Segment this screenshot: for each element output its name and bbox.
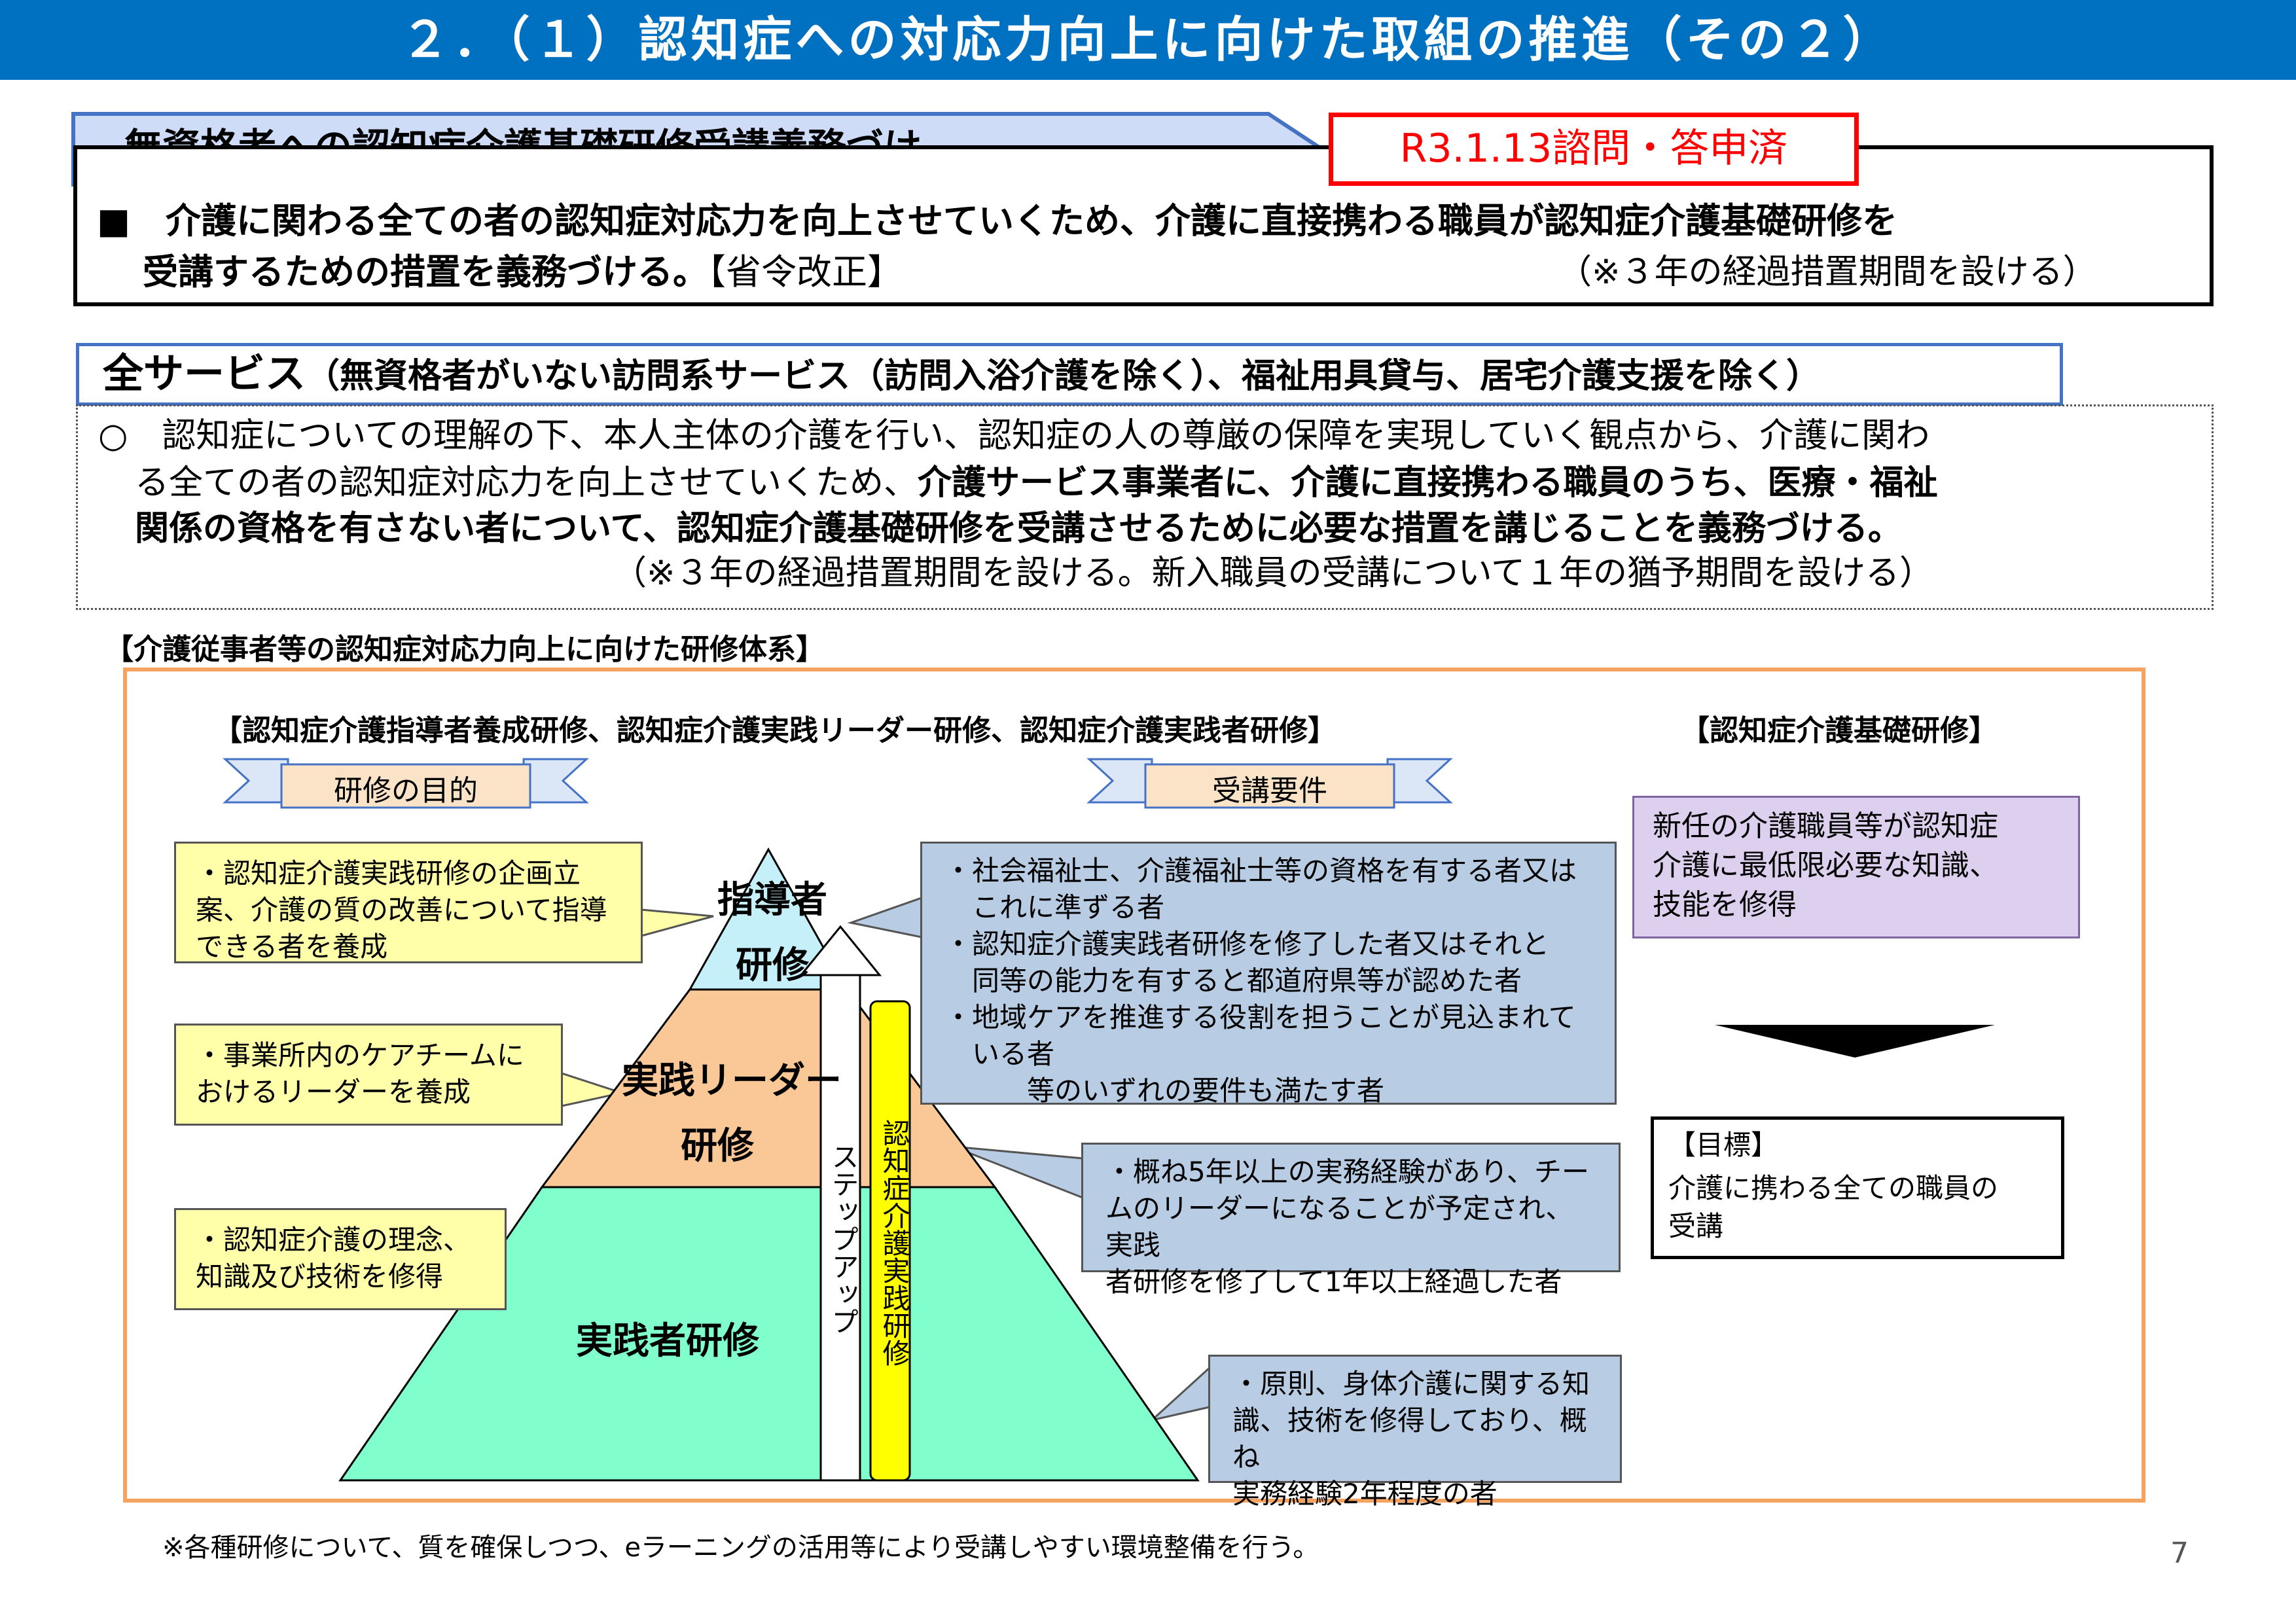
goal-line2: 受講: [1668, 1210, 1724, 1242]
purpose-box-instructor-line2: 案、介護の質の改善について指導: [196, 894, 607, 926]
description-line2: る全ての者の認知症対応力を向上させていくため、介護サービス事業者に、介護に直接携…: [135, 459, 1937, 507]
requirement-practitioner-line3: 実務経験2年程度の者: [1232, 1478, 1498, 1510]
tier-mid-line1: 実践リーダー: [622, 1060, 842, 1102]
requirement-box-leader: ・概ね5年以上の実務経験があり、チー ムのリーダーになることが予定され、実践 者…: [1081, 1143, 1621, 1298]
practice-training-bar: [869, 1000, 911, 1482]
goal-line1: 介護に携わる全ての職員の: [1668, 1172, 1999, 1204]
ribbon-purpose-shape: [223, 758, 589, 809]
footnote: ※各種研修について、質を確保しつつ、eラーニングの活用等により受講しやすい環境整…: [162, 1533, 1319, 1563]
description-line1: ○ 認知症についての理解の下、本人主体の介護を行い、認知症の人の尊厳の保障を実現…: [98, 416, 1930, 455]
purpose-box-leader-line1: ・事業所内のケアチームに: [196, 1039, 524, 1071]
description-line3: 関係の資格を有さない者について、認知症介護基礎研修を受講させるために必要な措置を…: [135, 505, 1902, 552]
requirement-instructor-line2: これに準ずる者: [944, 891, 1165, 923]
description-box: [76, 404, 2214, 610]
step-up-arrow-head: [798, 925, 882, 976]
goal-heading: 【目標】: [1668, 1129, 1779, 1161]
tier-mid-line2: 研修: [681, 1125, 754, 1168]
requirement-instructor-line7: 等のいずれの要件も満たす者: [944, 1075, 1385, 1107]
summary-note: （※３年の経過措置期間を設ける）: [1558, 253, 2097, 292]
left-column-heading: 【認知症介護指導者養成研修、認知症介護実践リーダー研修、認知症介護実践者研修】: [213, 714, 1336, 747]
tier-top-line1: 指導者: [717, 879, 827, 921]
basic-training-purpose-box: 新任の介護職員等が認知症 介護に最低限必要な知識、 技能を修得: [1632, 796, 2080, 938]
down-arrow-icon: [1715, 1025, 1995, 1058]
purpose-box-instructor-line1: ・認知症介護実践研修の企画立: [196, 857, 581, 889]
purpose-box-practitioner-line1: ・認知症介護の理念、: [196, 1224, 471, 1256]
ribbon-requirements: 受講要件: [1212, 774, 1327, 808]
description-line2-bold: 介護サービス事業者に、介護に直接携わる職員のうち、医療・福祉: [918, 463, 1938, 503]
all-services-sub: （無資格者がいない訪問系サービス（訪問入浴介護を除く）、福祉用具貸与、居宅介護支…: [306, 357, 1821, 396]
tier-top-line2: 研修: [736, 944, 809, 987]
requirement-box-instructor: ・社会福祉士、介護福祉士等の資格を有する者又は これに準ずる者 ・認知症介護実践…: [920, 842, 1617, 1107]
all-services-header: 全サービス（無資格者がいない訪問系サービス（訪問入浴介護を除く）、福祉用具貸与、…: [76, 343, 2063, 406]
requirement-instructor-line3: ・認知症介護実践者研修を修了した者又はそれと: [944, 928, 1550, 960]
requirement-leader-line3: 者研修を修了して1年以上経過した者: [1105, 1266, 1562, 1298]
page-number: 7: [2170, 1537, 2189, 1570]
right-column-heading: 【認知症介護基礎研修】: [1681, 714, 1998, 747]
ribbon-purpose: 研修の目的: [334, 774, 478, 808]
purpose-box-instructor: ・認知症介護実践研修の企画立 案、介護の質の改善について指導 できる者を養成: [174, 842, 643, 963]
purpose-box-instructor-line3: できる者を養成: [196, 931, 388, 963]
requirement-leader-line2: ムのリーダーになることが予定され、実践: [1105, 1192, 1573, 1261]
summary-line1: ■ 介護に関わる全ての者の認知症対応力を向上させていくため、介護に直接携わる職員…: [97, 200, 1898, 241]
summary-line2-normal: 【省令改正】: [708, 251, 903, 293]
purpose-box-practitioner-line2: 知識及び技術を修得: [196, 1260, 444, 1293]
summary-line2: 受講するための措置を義務づける。【省令改正】: [143, 249, 903, 296]
purpose-box-practitioner: ・認知症介護の理念、 知識及び技術を修得: [174, 1208, 507, 1310]
requirement-practitioner-line2: 識、技術を修得しており、概ね: [1232, 1404, 1587, 1473]
requirement-leader-line1: ・概ね5年以上の実務経験があり、チー: [1105, 1156, 1590, 1188]
requirement-practitioner-line1: ・原則、身体介護に関する知: [1232, 1368, 1590, 1400]
page-title: ２．（１）認知症への対応力向上に向けた取組の推進（その２）: [0, 0, 2296, 80]
date-tag: R3.1.13諮問・答申済: [1329, 113, 1859, 186]
basic-training-purpose-line3: 技能を修得: [1653, 888, 1797, 921]
requirement-instructor-line5: ・地域ケアを推進する役割を担うことが見込まれて: [944, 1001, 1576, 1033]
requirement-box-practitioner: ・原則、身体介護に関する知 識、技術を修得しており、概ね 実務経験2年程度の者: [1208, 1355, 1622, 1510]
description-line2-normal: る全ての者の認知症対応力を向上させていくため、: [135, 463, 918, 503]
summary-line2-bold: 受講するための措置を義務づける。: [143, 251, 708, 293]
description-line3-bold: 関係の資格を有さない者について、認知症介護基礎研修を受講させるために必要な措置を…: [135, 509, 1902, 548]
basic-training-purpose-line2: 介護に最低限必要な知識、: [1653, 849, 1998, 882]
training-system-frame: [123, 668, 2145, 1503]
training-system-heading: 【介護従事者等の認知症対応力向上に向けた研修体系】: [105, 633, 825, 666]
requirement-instructor-line4: 同等の能力を有すると都道府県等が認めた者: [944, 965, 1522, 997]
all-services-main: 全サービス: [103, 349, 306, 397]
callout-tail-top-right: [847, 896, 923, 938]
purpose-box-leader: ・事業所内のケアチームに おけるリーダーを養成: [174, 1024, 563, 1126]
basic-training-purpose-line1: 新任の介護職員等が認知症: [1653, 810, 1998, 843]
step-up-label: ステップアップ: [827, 1143, 859, 1335]
callout-tail-top-left: [640, 908, 714, 937]
requirement-instructor-line6: いる者: [944, 1038, 1055, 1070]
practice-training-label: 認知症介護実践研修: [878, 1119, 910, 1366]
callout-tail-bottom-right: [1148, 1365, 1211, 1422]
requirement-instructor-line1: ・社会福祉士、介護福祉士等の資格を有する者又は: [944, 855, 1577, 887]
tier-bottom: 実践者研修: [576, 1320, 759, 1363]
description-line4: （※３年の経過措置期間を設ける。新入職員の受講について１年の猶予期間を設ける）: [613, 554, 1934, 593]
purpose-box-leader-line2: おけるリーダーを養成: [196, 1076, 471, 1108]
ribbon-requirements-shape: [1086, 758, 1453, 809]
goal-box: 【目標】 介護に携わる全ての職員の 受講: [1651, 1116, 2064, 1259]
